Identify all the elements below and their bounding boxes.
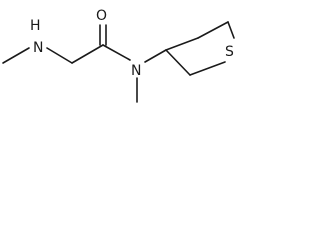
bond-methyl-n1 xyxy=(2,47,30,64)
bond-n2-ring xyxy=(144,49,167,63)
ring-bond-s-c2 xyxy=(189,61,226,76)
chemical-structure-diagram: H N O N S xyxy=(0,0,248,116)
bond-ch2-carbonyl xyxy=(71,44,104,64)
bond-n1-ch2 xyxy=(46,47,73,64)
ring-bond-c3-c4 xyxy=(165,37,199,51)
bond-carbonyl-n2 xyxy=(102,44,131,61)
ring-bond-c5-s xyxy=(227,21,235,39)
atom-label-s: S xyxy=(225,44,234,60)
atom-label-h: H xyxy=(30,18,41,34)
ring-bond-c4-c5 xyxy=(197,21,229,39)
ring-bond-c2-c3 xyxy=(165,49,191,76)
structure-drawing: H N O N S xyxy=(2,8,235,103)
atom-label-n-amine: N xyxy=(33,40,43,56)
atom-label-o: O xyxy=(96,8,107,24)
atom-label-n-amide: N xyxy=(131,63,141,79)
